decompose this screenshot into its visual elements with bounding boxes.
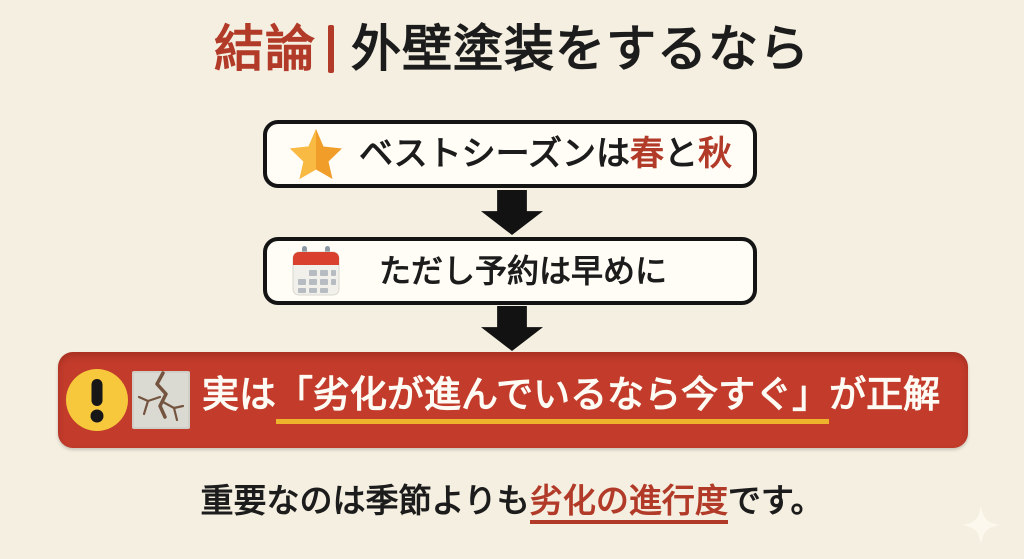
arrow-down-icon [481,306,543,351]
cracked-wall-icon [132,371,190,429]
flow-step-best-season: ベストシーズンは春と秋 [263,120,757,188]
page-title: 結論 外壁塗装をするなら [0,24,1024,74]
alert-prefix: 実は [202,374,276,415]
step1-prefix: ベストシーズンは [359,135,630,173]
step-text: ただし予約は早めに [379,253,668,289]
footer-highlight: 劣化の進行度 [529,484,728,524]
star-icon [289,128,343,180]
alert-suffix: が正解 [829,374,941,415]
step-text: ベストシーズンは春と秋 [359,137,732,171]
sparkle-icon [960,504,1002,551]
step1-season-spring: 春 [629,135,664,173]
arrow-down-icon [481,190,543,235]
alert-highlight: 「劣化が進んでいるなら今すぐ」 [276,376,830,424]
step1-season-autumn: 秋 [697,135,732,173]
alert-banner: 実は「劣化が進んでいるなら今すぐ」が正解 [58,352,968,448]
warning-icon [65,368,129,432]
footer-suffix: です。 [727,482,824,519]
footer-note: 重要なのは季節よりも劣化の進行度です。 [0,484,1024,524]
flow-step-reserve-early: ただし予約は早めに [263,237,757,305]
footer-prefix: 重要なのは季節よりも [200,482,530,519]
title-divider-bar [328,25,334,73]
title-text: 外壁塗装をするなら [351,21,810,77]
step1-connector: と [663,135,698,173]
alert-text: 実は「劣化が進んでいるなら今すぐ」が正解 [202,376,940,424]
title-badge: 結論 [214,21,316,77]
calendar-icon [289,244,343,298]
